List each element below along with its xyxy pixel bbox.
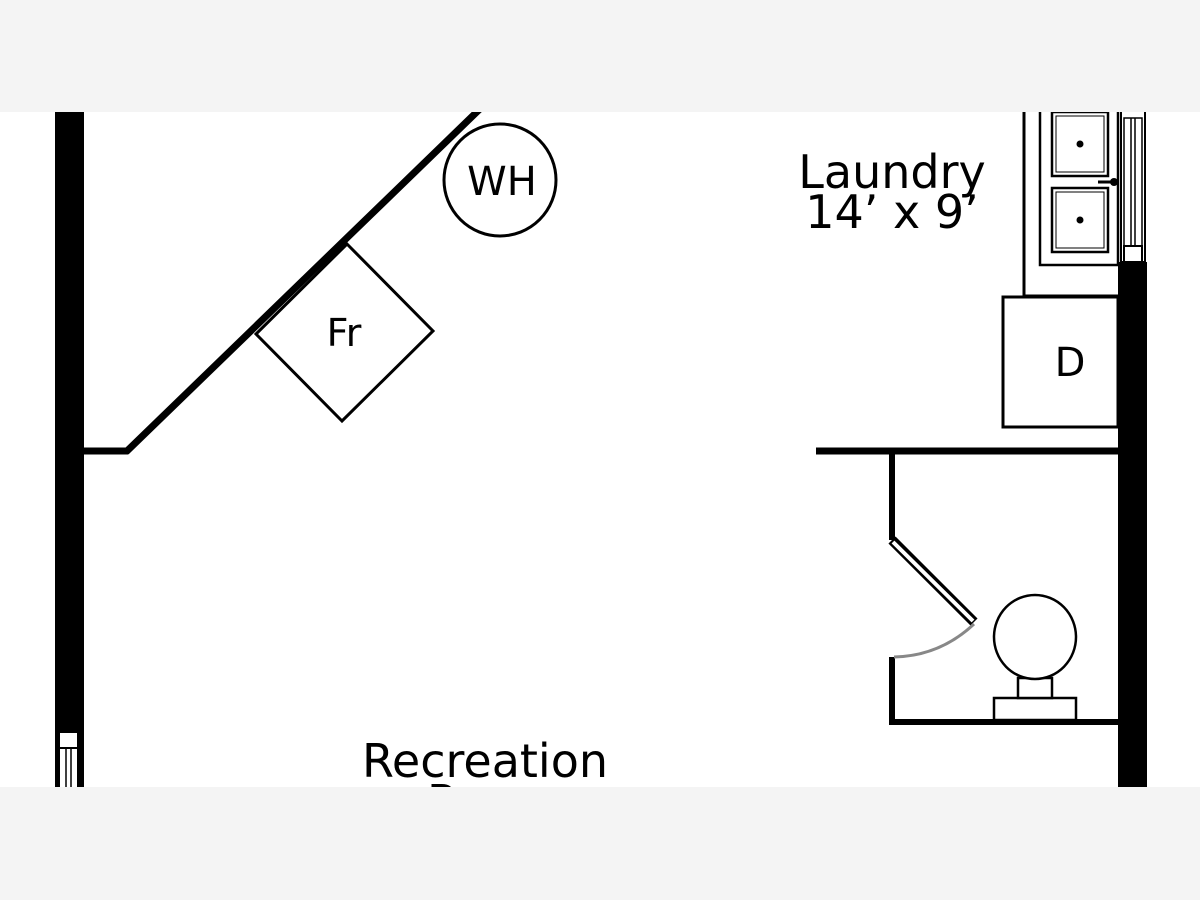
diamond-icon (253, 241, 436, 424)
freezer: Fr (253, 241, 436, 424)
right-wall-window (1120, 112, 1146, 263)
diagonal-wall (123, 112, 482, 455)
toilet-neck (1016, 676, 1054, 700)
toilet-tank (992, 696, 1078, 722)
recreation-room-name: Recreation (362, 734, 608, 788)
door-swing-arc (893, 622, 976, 659)
water-heater: WH (442, 122, 558, 238)
left-exterior-wall (55, 112, 84, 787)
drain-icon (1076, 216, 1084, 224)
left-wall-window (58, 731, 79, 787)
drain-icon (1076, 140, 1084, 148)
water-heater-label: WH (467, 159, 537, 205)
top-margin (0, 0, 1200, 112)
laundry-tub (1022, 112, 1120, 298)
dryer-label: D (1055, 340, 1086, 386)
laundry-room-size: 14’ x 9’ (805, 185, 979, 239)
freezer-label: Fr (327, 311, 362, 355)
laundry-room-name: Laundry (798, 145, 985, 199)
bathroom-door (888, 536, 978, 659)
recreation-room-name-second-line: R (427, 775, 459, 829)
dryer: D (1001, 295, 1120, 429)
toilet-bowl (992, 593, 1078, 681)
circle-icon (442, 122, 558, 238)
toilet (992, 593, 1078, 722)
right-exterior-wall (1118, 262, 1147, 787)
rectangle-icon (1001, 295, 1120, 429)
bottom-margin (0, 787, 1200, 900)
faucet-icon (1110, 178, 1118, 186)
